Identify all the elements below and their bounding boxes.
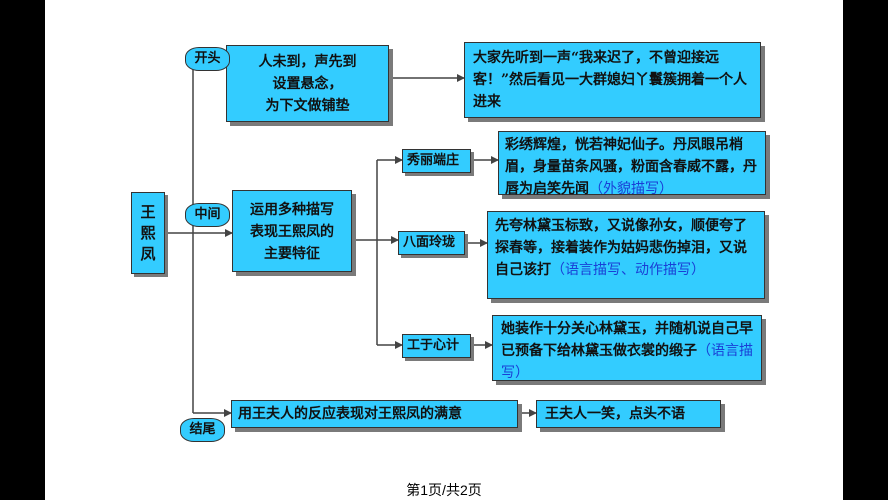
trait-detail-text-1: 彩绣辉煌，恍若神妃仙子。丹凤眼吊梢眉，身量苗条风骚，粉面含春威不露，丹唇为启笑先…	[505, 137, 757, 197]
opening-summary-line-2: 设置悬念，	[272, 76, 343, 92]
opening-summary-box: 人未到，声先到 设置悬念， 为下文做铺垫	[226, 45, 389, 122]
trait-label-3: 工于心计	[402, 334, 471, 358]
trait-highlight-3: （语言描写）	[501, 343, 753, 381]
middle-summary-line-3: 主要特征	[264, 246, 320, 262]
trait-detail-box-3: 她装作十分关心林黛玉，并随机说自己早已预备下给林黛玉做衣裳的缎子（语言描写）	[492, 315, 762, 381]
ending-detail-box: 王夫人一笑，点头不语	[536, 400, 721, 428]
trait-label-1: 秀丽端庄	[402, 149, 471, 173]
root-node-wang-xifeng: 王 熙 凤	[131, 192, 165, 274]
trait-detail-box-1: 彩绣辉煌，恍若神妃仙子。丹凤眼吊梢眉，身量苗条风骚，粉面含春威不露，丹唇为启笑先…	[498, 131, 766, 197]
opening-summary-line-3: 为下文做铺垫	[265, 98, 350, 114]
middle-summary-line-1: 运用多种描写	[250, 202, 334, 218]
opening-detail-text: 大家先听到一声“我来迟了，不曾迎接远客！”然后看见一大群媳妇丫鬟簇拥着一个人进来	[473, 50, 748, 110]
middle-summary-line-2: 表现王熙凤的	[250, 224, 334, 240]
ending-summary-text: 用王夫人的反应表现对王熙凤的满意	[238, 406, 462, 422]
trait-highlight-1: （外貌描写）	[589, 181, 673, 197]
opening-summary-line-1: 人未到，声先到	[258, 54, 357, 70]
page-indicator: 第1页/共2页	[406, 482, 482, 498]
trait-highlight-2: （语言描写、动作描写）	[551, 262, 705, 278]
ending-tag: 结尾	[180, 418, 225, 442]
trait-label-2: 八面玲珑	[398, 231, 465, 255]
middle-tag: 中间	[185, 203, 230, 227]
root-char-1: 王	[140, 202, 156, 221]
trait-detail-text-3: 她装作十分关心林黛玉，并随机说自己早已预备下给林黛玉做衣裳的缎子	[501, 321, 753, 359]
root-char-3: 凤	[140, 244, 156, 263]
root-char-2: 熙	[140, 223, 156, 242]
middle-summary-box: 运用多种描写 表现王熙凤的 主要特征	[232, 190, 352, 272]
trait-detail-text-2: 先夸林黛玉标致，又说像孙女，顺便夸了探春等，接着装作为姑妈悲伤掉泪，又说自己该打	[495, 218, 747, 278]
opening-detail-box: 大家先听到一声“我来迟了，不曾迎接远客！”然后看见一大群媳妇丫鬟簇拥着一个人进来	[464, 42, 761, 118]
ending-summary-box: 用王夫人的反应表现对王熙凤的满意	[231, 400, 518, 428]
ending-detail-text: 王夫人一笑，点头不语	[545, 406, 685, 422]
trait-detail-box-2: 先夸林黛玉标致，又说像孙女，顺便夸了探春等，接着装作为姑妈悲伤掉泪，又说自己该打…	[487, 211, 765, 299]
opening-tag: 开头	[185, 47, 230, 71]
